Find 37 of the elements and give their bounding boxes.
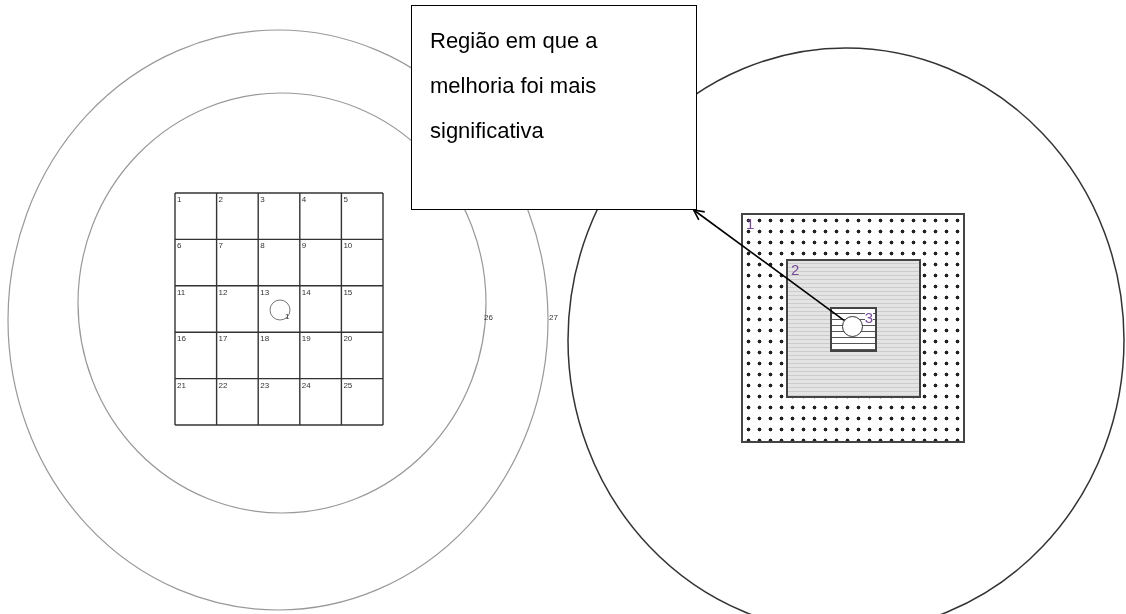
- region-number: 16: [177, 335, 186, 344]
- region-number: 17: [218, 335, 228, 344]
- shaded-square: [786, 259, 921, 398]
- region-number: 27: [549, 314, 558, 322]
- region-number: 6: [177, 242, 182, 251]
- region-number: 3: [864, 310, 873, 325]
- region-number: 13: [260, 288, 270, 297]
- region-number: 12: [218, 288, 228, 297]
- region-number: 1: [285, 313, 290, 321]
- region-number: 1: [177, 196, 182, 204]
- region-number: 25: [343, 381, 353, 390]
- region-number: 2: [218, 196, 224, 204]
- region-number: 22: [218, 381, 228, 390]
- arrow: [692, 209, 845, 322]
- region-number: 4: [301, 196, 307, 204]
- region-number: 7: [218, 242, 224, 251]
- callout-box: Região em que a melhoria foi mais significativa: [411, 5, 697, 210]
- region-number: 20: [343, 335, 353, 344]
- region-number: 1: [746, 216, 755, 231]
- region-number: 9: [301, 242, 307, 251]
- region-number: 2: [791, 262, 800, 277]
- region-number: 24: [301, 381, 311, 390]
- region-number: 23: [260, 381, 270, 390]
- dotted-square: [741, 213, 965, 443]
- hatched-square: [830, 307, 877, 352]
- region-number: 5: [343, 196, 348, 204]
- center-circle: [842, 316, 863, 337]
- region-number: 26: [484, 314, 493, 322]
- region-number: 18: [260, 335, 270, 344]
- region-number: 10: [343, 242, 353, 251]
- region-number: 19: [301, 335, 311, 344]
- region-number: 11: [177, 288, 186, 297]
- region-number: 8: [260, 242, 265, 251]
- region-number: 3: [260, 196, 265, 204]
- region-number: 14: [301, 288, 311, 297]
- region-number: 15: [343, 288, 353, 297]
- region-number: 21: [177, 381, 186, 390]
